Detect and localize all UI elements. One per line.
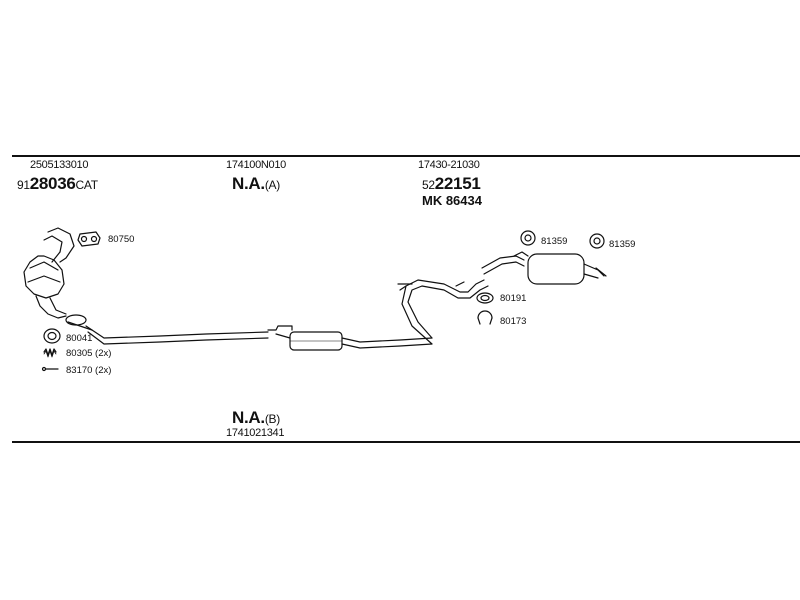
rear-silencer-oe-code: 17430-21030: [418, 159, 480, 171]
catalytic-converter: [23, 227, 75, 319]
front-pipe-oe-code: 174100N010: [226, 159, 287, 171]
top-rule: [12, 155, 800, 157]
front-pipe-main: N.A.: [232, 174, 265, 193]
part-83170-label: 83170 (2x): [66, 365, 112, 376]
catalyst-suffix: CAT: [75, 178, 99, 192]
clamp-80173: [477, 310, 493, 325]
gasket-80191: [476, 292, 494, 304]
part-80191-label: 80191: [500, 293, 527, 304]
rear-silencer-main: 22151: [434, 174, 481, 193]
rear-silencer-prefix: 52: [422, 178, 435, 192]
catalyst-part-number: 9128036CAT: [17, 174, 98, 194]
rubber-mount-81359-b: [589, 233, 605, 249]
catalyst-main: 28036: [29, 174, 76, 193]
tail-pipe: [397, 279, 489, 345]
part-80305-label: 80305 (2x): [66, 348, 112, 359]
middle-pipe-oe-code: 1741021341: [226, 427, 285, 439]
part-80750-label: 80750: [108, 234, 135, 245]
middle-pipe-main: N.A.: [232, 408, 265, 427]
spring-80305-icon: [43, 348, 57, 358]
middle-pipe-suffix: (B): [264, 412, 280, 426]
middle-pipe-part-number: N.A.(B): [232, 408, 280, 428]
rubber-mount-81359-a: [520, 230, 536, 246]
front-pipe-suffix: (A): [264, 178, 280, 192]
catalyst-oe-code: 2505133010: [30, 159, 89, 171]
part-81359-b-label: 81359: [609, 239, 636, 250]
rear-silencer-mk-number: MK 86434: [422, 193, 482, 208]
part-80041-label: 80041: [66, 333, 93, 344]
gasket-80750: [77, 231, 101, 247]
bolt-83170-icon: [41, 366, 59, 372]
front-pipe-part-number: N.A.(A): [232, 174, 280, 194]
catalyst-prefix: 91: [17, 178, 30, 192]
front-pipe: [85, 325, 269, 345]
centre-silencer: [267, 325, 433, 351]
bottom-rule: [12, 441, 800, 443]
ring-80041: [43, 328, 61, 344]
rear-silencer: [481, 251, 607, 285]
rear-silencer-part-number: 5222151: [422, 174, 481, 194]
part-81359-a-label: 81359: [541, 236, 568, 247]
part-80173-label: 80173: [500, 316, 527, 327]
